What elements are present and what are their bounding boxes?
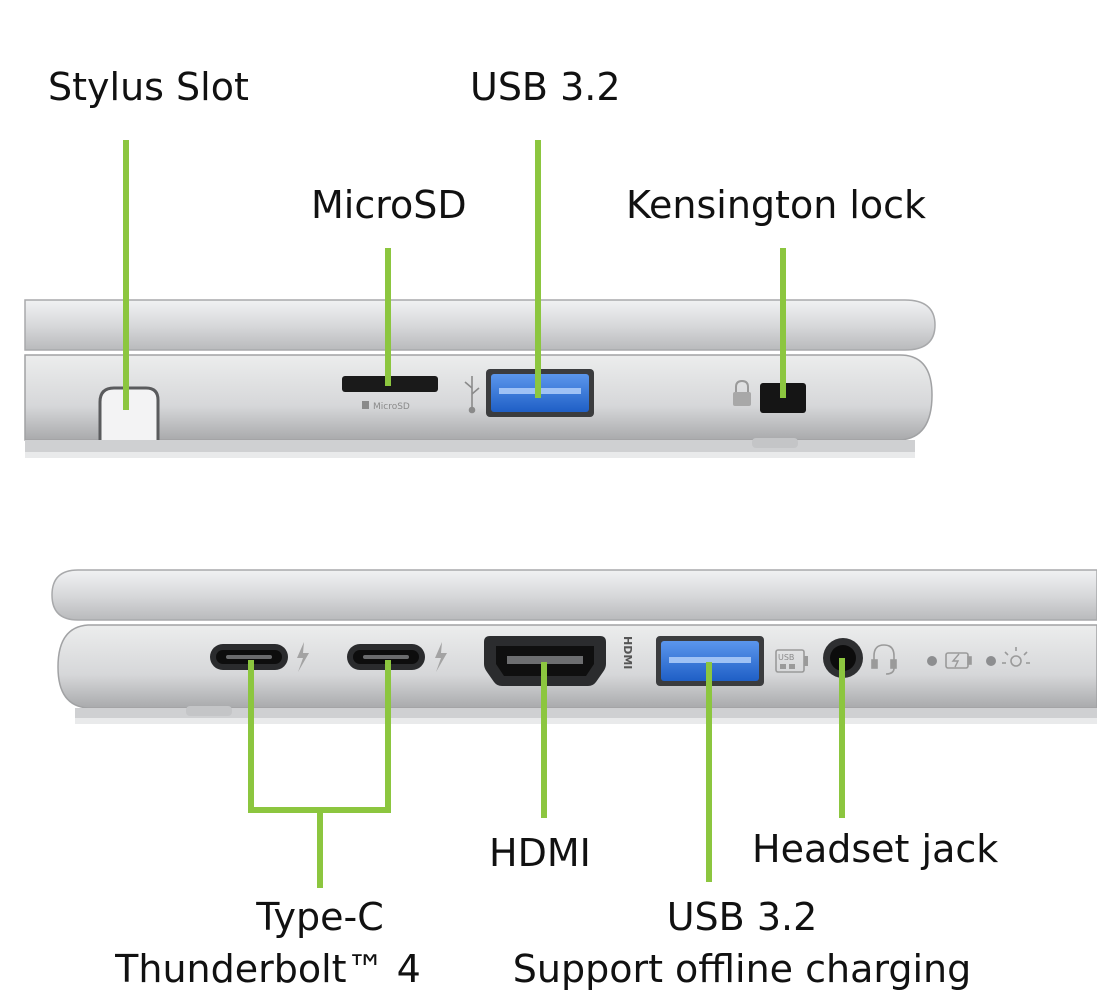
stylus-slot-port[interactable] — [98, 386, 160, 440]
callout-labels: Stylus Slot USB 3.2 MicroSD Kensington l… — [48, 65, 998, 991]
power-led — [986, 656, 996, 666]
usb-charging-icon: USB — [775, 649, 808, 673]
microsd-port-marking: MicroSD — [373, 402, 410, 412]
thunderbolt-icon-1 — [297, 642, 309, 672]
laptop-left-side: MicroSD — [24, 299, 936, 458]
label-typec-line1: Type-C — [255, 895, 384, 939]
battery-charging-icon — [945, 652, 972, 669]
usb-a-port-bottom[interactable] — [656, 636, 764, 686]
label-hdmi: HDMI — [489, 831, 591, 875]
headset-icon — [871, 644, 897, 675]
leader-lines — [123, 140, 845, 888]
svg-text:USB: USB — [778, 653, 794, 662]
laptop-base-top — [24, 354, 933, 441]
battery-led — [927, 656, 937, 666]
label-headset: Headset jack — [752, 827, 998, 871]
usb-c-port-1[interactable] — [210, 644, 288, 670]
usb-symbol-icon — [464, 376, 480, 414]
laptop-lid-top — [24, 299, 936, 351]
hdmi-port[interactable] — [484, 636, 606, 686]
usb-c-port-2[interactable] — [347, 644, 425, 670]
label-kensington: Kensington lock — [626, 183, 926, 227]
lock-icon — [733, 379, 751, 406]
label-microsd: MicroSD — [311, 183, 467, 227]
label-stylus-slot: Stylus Slot — [48, 65, 249, 109]
label-typec-line2: Thunderbolt™ 4 — [114, 947, 421, 991]
thunderbolt-icon-2 — [435, 642, 447, 672]
laptop-right-side: HDMI USB — [51, 569, 1097, 724]
label-usb-bottom-line1: USB 3.2 — [667, 895, 818, 939]
label-usb-top: USB 3.2 — [470, 65, 621, 109]
laptop-lid-bottom — [51, 569, 1097, 621]
label-usb-bottom-line2: Support offline charging — [513, 947, 972, 991]
hdmi-port-marking: HDMI — [621, 636, 634, 669]
power-light-icon — [1002, 647, 1030, 667]
